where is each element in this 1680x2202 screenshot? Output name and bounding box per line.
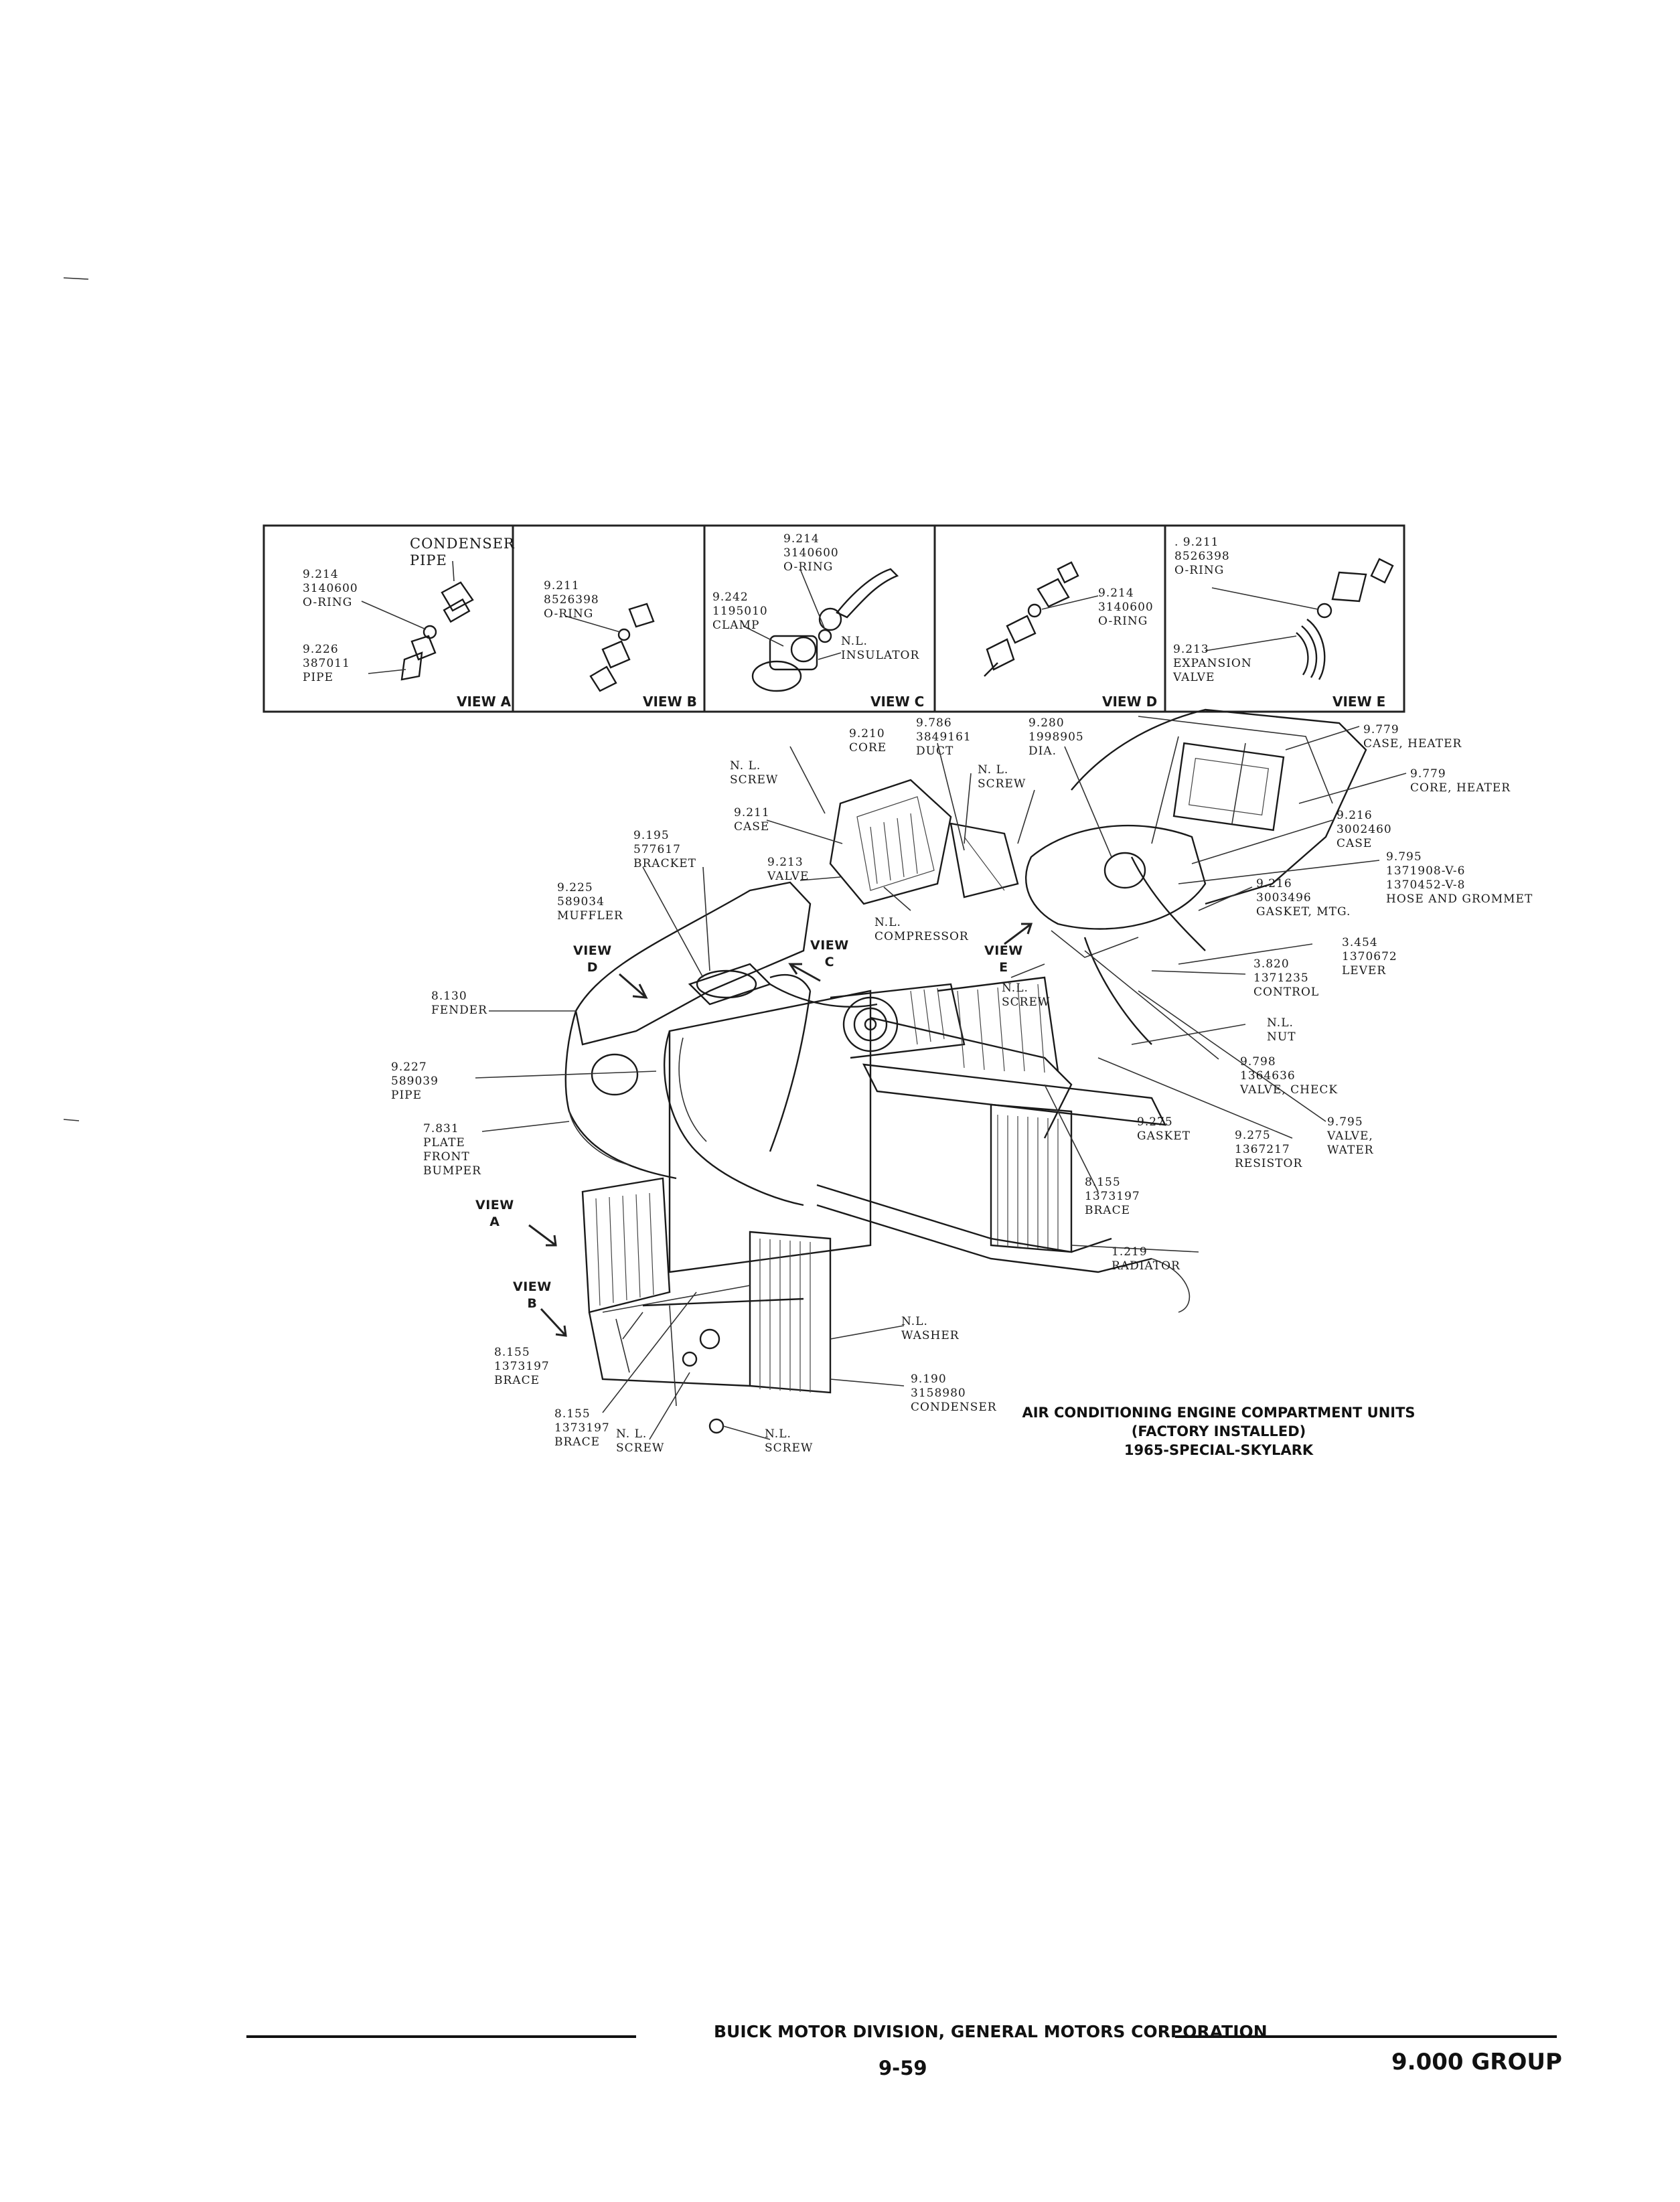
view-a-tag: VIEW A xyxy=(457,694,512,710)
detail-views-frame xyxy=(262,524,1405,713)
callout-core: 9.210 CORE xyxy=(849,727,887,755)
callout-dia: 9.280 1998905 DIA. xyxy=(1028,716,1084,758)
callout-plate: 7.831 PLATE FRONT BUMPER xyxy=(423,1122,481,1178)
view-c-insulator-label: N.L. INSULATOR xyxy=(841,635,920,662)
callout-nl-screw-3: N.L. SCREW xyxy=(1002,981,1051,1009)
muffler-part xyxy=(688,963,812,1006)
callout-nl-washer: N.L. WASHER xyxy=(901,1315,960,1342)
callout-gasket-275: 9.275 GASKET xyxy=(1137,1115,1191,1143)
view-d-oring-label: 9.214 3140600 O-RING xyxy=(1098,586,1154,628)
callout-valve-water: 9.795 VALVE, WATER xyxy=(1327,1115,1374,1157)
view-a-pipe-label: 9.226 387011 PIPE xyxy=(303,643,350,684)
footer-group: 9.000 GROUP xyxy=(1391,2049,1562,2075)
view-c-tag: VIEW C xyxy=(870,694,925,710)
view-a-fittings xyxy=(361,560,474,681)
callout-muffler: 9.225 589034 MUFFLER xyxy=(557,881,623,923)
callout-case-211: 9.211 CASE xyxy=(734,806,770,834)
view-d-tag: VIEW D xyxy=(1102,694,1158,710)
view-a-condenser-pipe-label: CONDENSER PIPE xyxy=(410,536,515,568)
leader-lines xyxy=(475,726,1407,1440)
figure-caption: AIR CONDITIONING ENGINE COMPARTMENT UNIT… xyxy=(1022,1405,1416,1458)
callout-view-a-arrow: VIEW A xyxy=(475,1198,514,1229)
fender-outline xyxy=(564,881,812,1180)
callout-nl-compressor: N.L. COMPRESSOR xyxy=(874,916,969,943)
callout-case-216: 9.216 3002460 CASE xyxy=(1337,809,1392,850)
view-arrows xyxy=(528,923,1033,1337)
callout-pipe-227: 9.227 589039 PIPE xyxy=(391,1060,439,1102)
heater-case-assembly xyxy=(1024,824,1207,958)
callout-resistor: 9.275 1367217 RESISTOR xyxy=(1235,1129,1303,1170)
callout-nl-nut: N.L. NUT xyxy=(1267,1016,1296,1044)
callout-gasket-mtg: 9.216 3003496 GASKET, MTG. xyxy=(1256,877,1351,919)
hoses-and-pipes xyxy=(663,856,1206,1206)
callout-view-c-arrow: VIEW C xyxy=(810,938,849,969)
callout-nl-screw-4: N. L. SCREW xyxy=(616,1427,665,1455)
callout-brace-1: 8.155 1373197 BRACE xyxy=(1085,1176,1140,1217)
scan-mark xyxy=(63,277,89,280)
condenser-part xyxy=(581,1177,832,1434)
view-b-oring-label: 9.211 8526398 O-RING xyxy=(544,579,599,621)
view-b-fittings xyxy=(564,603,655,692)
firewall-and-dash xyxy=(1071,708,1367,905)
callout-valve-check: 9.798 1364636 VALVE, CHECK xyxy=(1240,1055,1339,1097)
footer-division: BUICK MOTOR DIVISION, GENERAL MOTORS COR… xyxy=(714,2022,1268,2041)
callout-view-b-arrow: VIEW B xyxy=(513,1279,552,1311)
callout-condenser: 9.190 3158980 CONDENSER xyxy=(911,1372,997,1414)
view-c-oring-label: 9.214 3140600 O-RING xyxy=(783,532,839,574)
view-e-oring-label: . 9.211 8526398 O-RING xyxy=(1174,536,1230,577)
footer-page-number: 9-59 xyxy=(879,2057,927,2079)
callout-valve-213: 9.213 VALVE xyxy=(767,856,810,883)
callout-brace-3: 8.155 1373197 BRACE xyxy=(554,1407,610,1449)
scan-mark xyxy=(63,1119,80,1121)
callout-hose-grommet: 9.795 1371908-V-6 1370452-V-8 HOSE AND G… xyxy=(1386,850,1533,906)
view-e-expansion-valve-label: 9.213 EXPANSION VALVE xyxy=(1173,643,1252,684)
callout-fender: 8.130 FENDER xyxy=(431,990,487,1017)
view-d-fittings xyxy=(984,561,1099,677)
evaporator-core-case xyxy=(829,779,1019,905)
view-c-clamp-label: 9.242 1195010 CLAMP xyxy=(712,591,768,632)
callout-nl-screw-2: N. L. SCREW xyxy=(978,763,1026,791)
callout-bracket: 9.195 577617 BRACKET xyxy=(633,829,697,870)
callout-duct: 9.786 3849161 DUCT xyxy=(916,716,972,758)
callout-lever: 3.454 1370672 LEVER xyxy=(1342,936,1397,977)
view-c-fittings xyxy=(743,568,899,692)
callout-radiator: 1.219 RADIATOR xyxy=(1112,1245,1180,1273)
callout-control: 3.820 1371235 CONTROL xyxy=(1253,957,1320,999)
view-e-tag: VIEW E xyxy=(1332,694,1386,710)
view-b-tag: VIEW B xyxy=(643,694,697,710)
callout-brace-2: 8.155 1373197 BRACE xyxy=(494,1346,550,1387)
view-e-fittings xyxy=(1205,558,1394,680)
radiator-part xyxy=(816,1103,1191,1313)
view-a-oring-label: 9.214 3140600 O-RING xyxy=(303,568,358,609)
callout-core-heater: 9.779 CORE, HEATER xyxy=(1410,767,1511,795)
callout-view-e-arrow: VIEW E xyxy=(984,943,1023,975)
callout-case-heater: 9.779 CASE, HEATER xyxy=(1363,723,1462,751)
radiator-core-support xyxy=(668,976,1167,1273)
callout-nl-screw-1: N. L. SCREW xyxy=(730,759,779,787)
callout-nl-screw-5: N.L. SCREW xyxy=(765,1427,814,1455)
callout-view-d-arrow: VIEW D xyxy=(573,943,612,975)
